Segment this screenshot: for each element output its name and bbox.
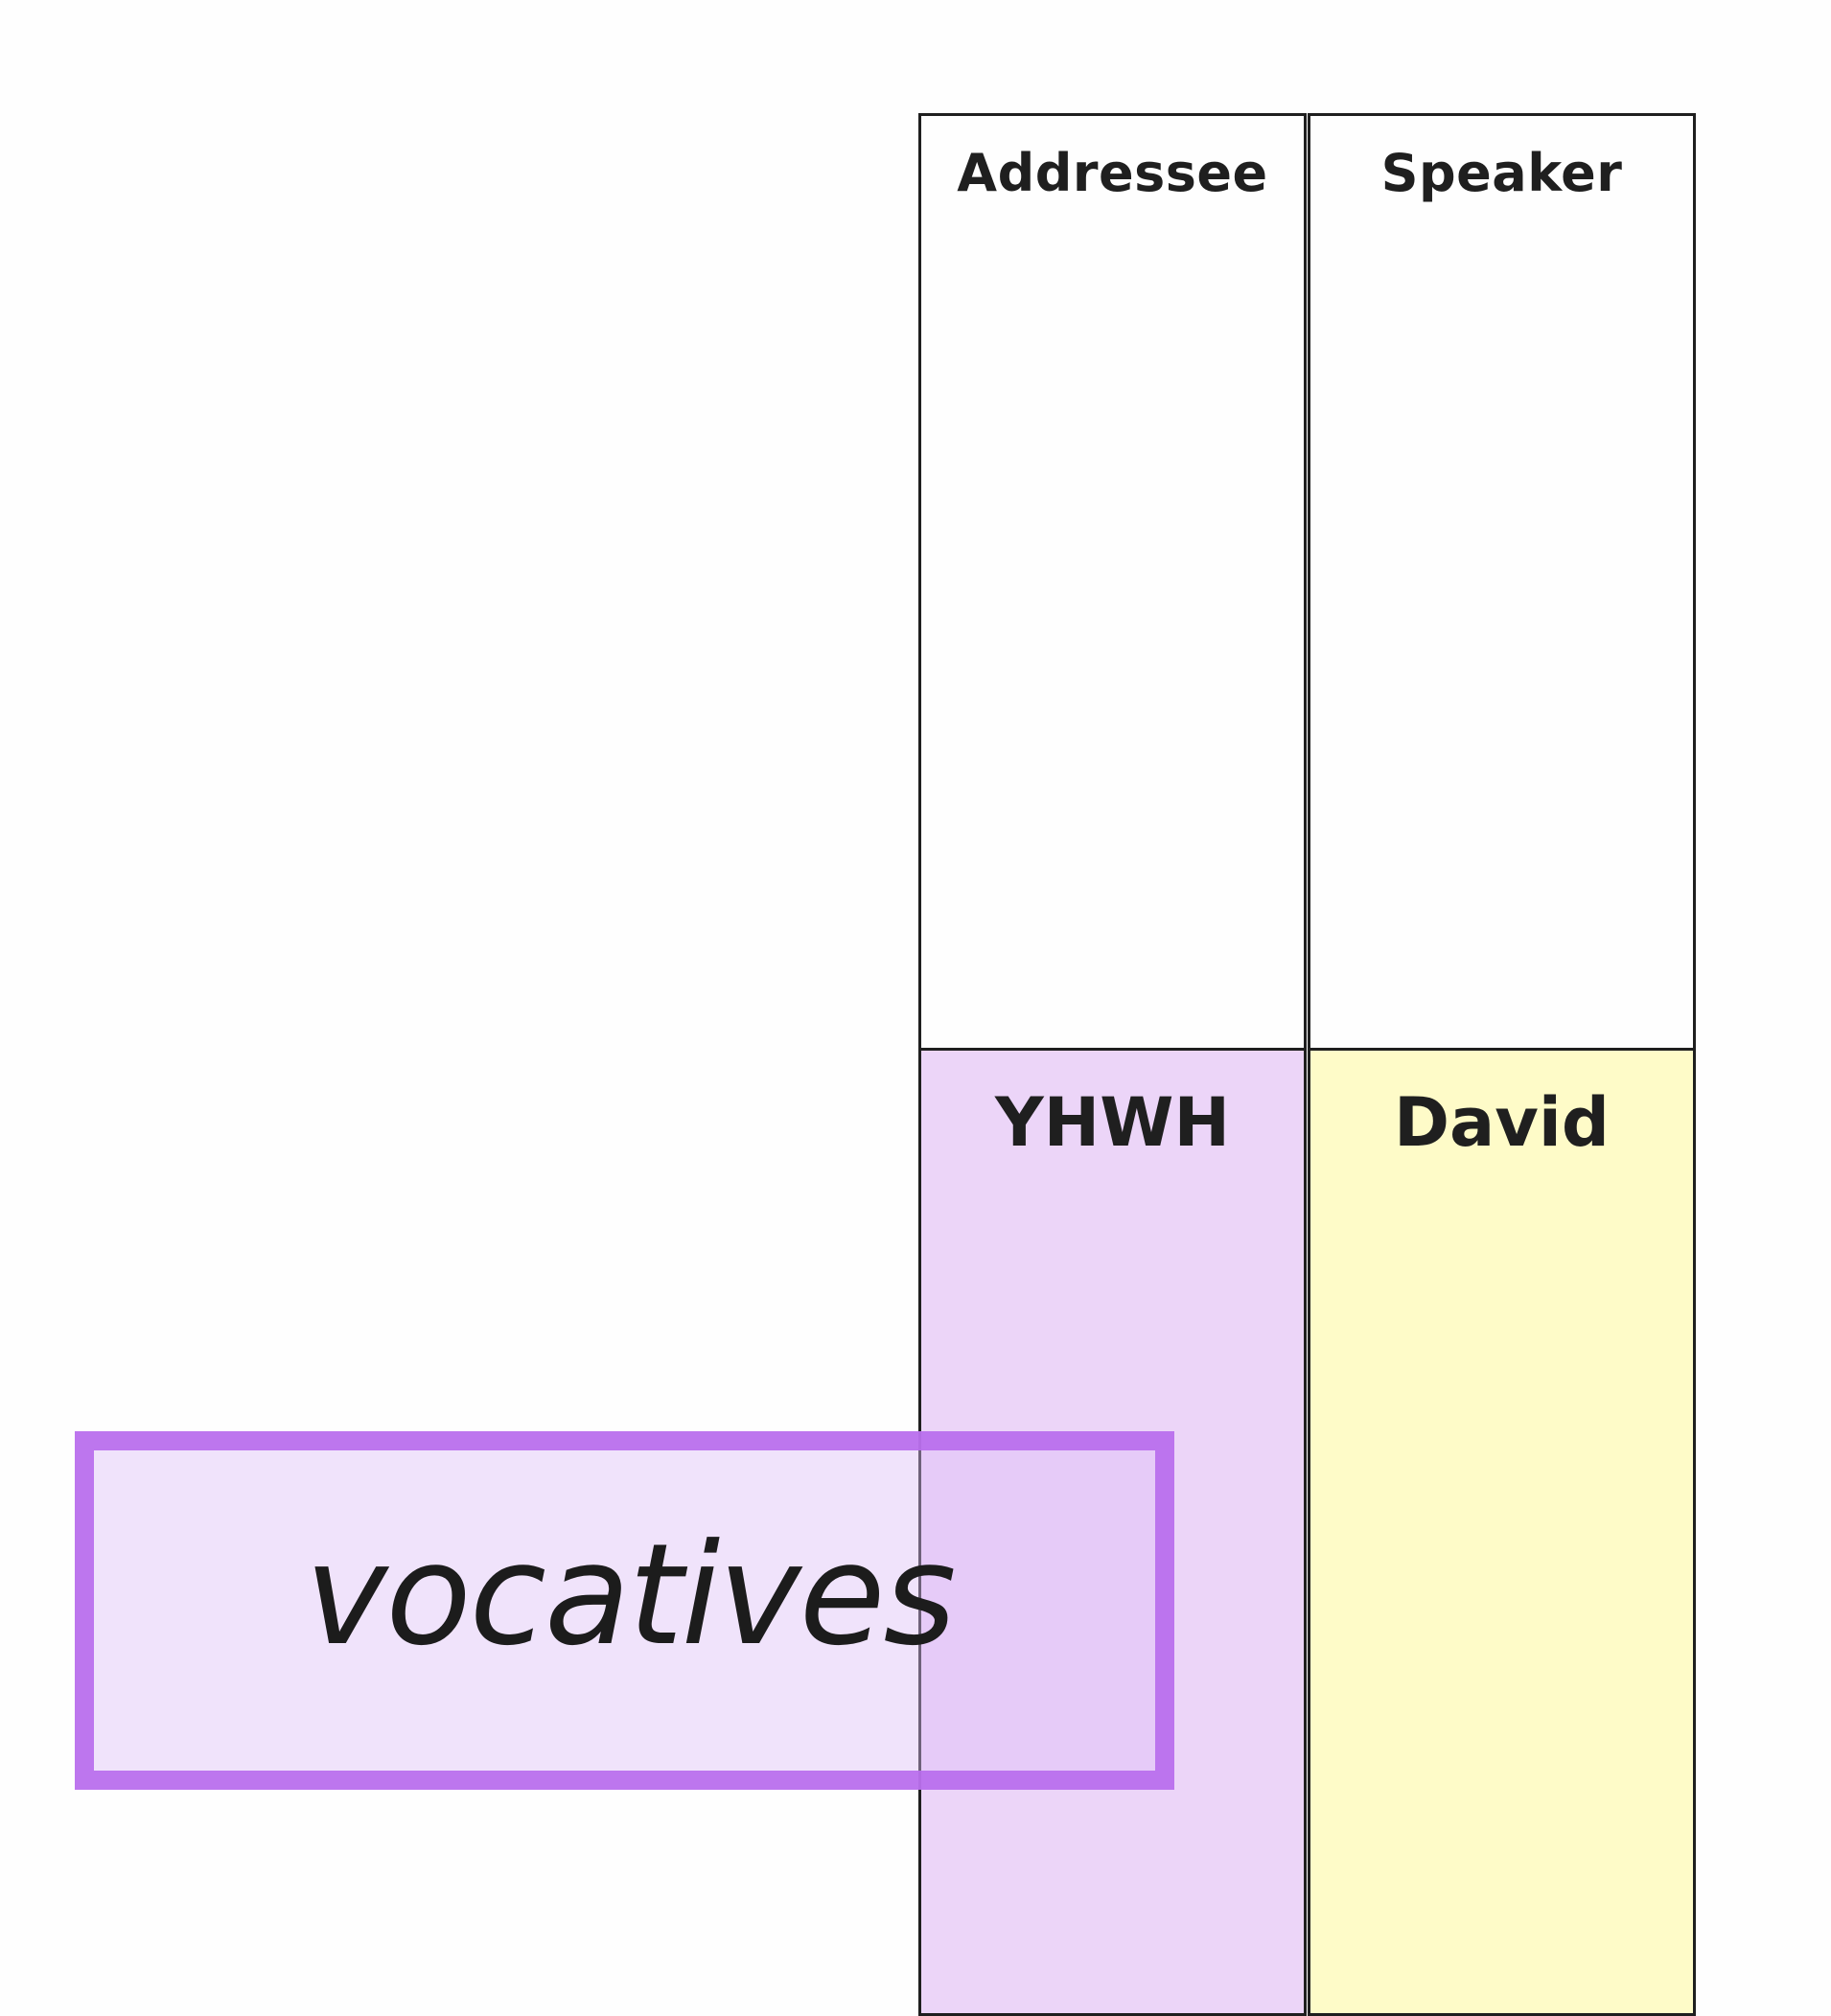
value-cell-speaker: David <box>1308 1048 1696 2016</box>
value-label-addressee: YHWH <box>994 1083 1231 1162</box>
header-label-addressee: Addressee <box>957 143 1268 203</box>
value-label-speaker: David <box>1393 1083 1611 1162</box>
header-label-speaker: Speaker <box>1380 143 1623 203</box>
header-cell-speaker: Speaker <box>1308 113 1696 1051</box>
value-cell-addressee: YHWH <box>918 1048 1307 2016</box>
vocatives-callout: vocatives <box>75 1431 1174 1790</box>
header-cell-addressee: Addressee <box>918 113 1307 1051</box>
callout-label: vocatives <box>305 1514 957 1677</box>
